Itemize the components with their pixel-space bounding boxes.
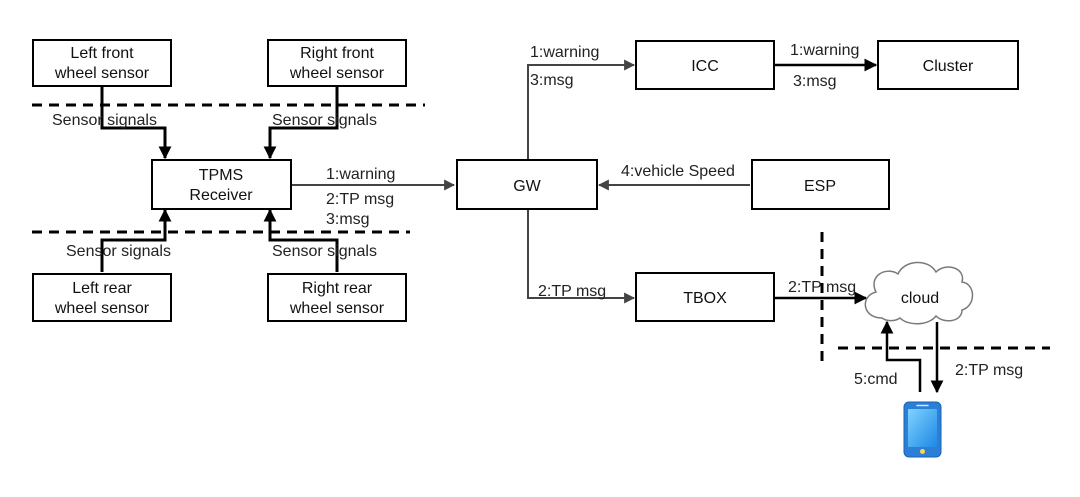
tpms-gw-label-1: 1:warning <box>326 166 395 183</box>
phone-cloud-label: 5:cmd <box>854 371 898 388</box>
gw-to-tbox-connector <box>527 210 636 304</box>
gw-icc-label-2: 3:msg <box>530 72 574 89</box>
gw-node: GW <box>456 159 598 210</box>
tbox-label: TBOX <box>683 290 727 307</box>
cloud-phone-label: 2:TP msg <box>955 362 1023 379</box>
left-rear-line2: wheel sensor <box>54 300 150 317</box>
tbox-cloud-label: 2:TP msg <box>788 279 856 296</box>
left-front-to-tpms-connector <box>100 86 172 160</box>
left-front-sensor-node: Left front wheel sensor <box>32 39 172 87</box>
icc-label: ICC <box>691 58 719 75</box>
right-front-sensor-node: Right front wheel sensor <box>267 39 407 87</box>
esp-gw-label: 4:vehicle Speed <box>621 163 735 180</box>
icc-cluster-label-1: 1:warning <box>790 42 859 59</box>
left-rear-sensor-node: Left rear wheel sensor <box>32 273 172 322</box>
tpms-gw-label-2: 2:TP msg <box>326 191 394 208</box>
tbox-node: TBOX <box>635 272 775 322</box>
left-front-line1: Left front <box>70 45 134 62</box>
left-front-line2: wheel sensor <box>54 65 150 82</box>
cloud-label: cloud <box>901 290 939 307</box>
right-rear-line1: Right rear <box>302 280 373 297</box>
sensor-signals-right-front: Sensor signals <box>272 112 377 129</box>
sensor-signals-left-front: Sensor signals <box>52 112 157 129</box>
boundary-lines <box>32 103 1050 362</box>
esp-label: ESP <box>804 178 836 195</box>
smartphone-icon <box>903 401 942 458</box>
right-front-line1: Right front <box>300 45 374 62</box>
gw-tbox-label: 2:TP msg <box>538 283 606 300</box>
gw-label: GW <box>513 178 541 195</box>
left-rear-line1: Left rear <box>72 280 132 297</box>
phone-to-cloud-connector <box>880 320 922 392</box>
tpms-line1: TPMS <box>199 167 243 184</box>
icc-cluster-label-2: 3:msg <box>793 73 837 90</box>
right-rear-line2: wheel sensor <box>289 300 385 317</box>
edge-labels: Sensor signals Sensor signals Sensor sig… <box>52 42 1023 388</box>
icc-node: ICC <box>635 40 775 90</box>
gw-to-icc-connector <box>527 59 636 160</box>
cluster-node: Cluster <box>877 40 1019 90</box>
cluster-label: Cluster <box>923 58 974 75</box>
sensor-signals-right-rear: Sensor signals <box>272 243 377 260</box>
cloud-icon: cloud <box>864 261 974 325</box>
tpms-line2: Receiver <box>189 187 253 204</box>
esp-node: ESP <box>751 159 890 210</box>
gw-icc-label-1: 1:warning <box>530 44 599 61</box>
left-rear-to-tpms-connector <box>100 208 172 272</box>
tpms-receiver-node: TPMS Receiver <box>151 159 292 210</box>
right-rear-sensor-node: Right rear wheel sensor <box>267 273 407 322</box>
tpms-gw-label-3: 3:msg <box>326 211 370 228</box>
right-front-to-tpms-connector <box>263 86 339 160</box>
right-front-line2: wheel sensor <box>289 65 385 82</box>
right-rear-to-tpms-connector <box>263 208 339 272</box>
sensor-signals-left-rear: Sensor signals <box>66 243 171 260</box>
